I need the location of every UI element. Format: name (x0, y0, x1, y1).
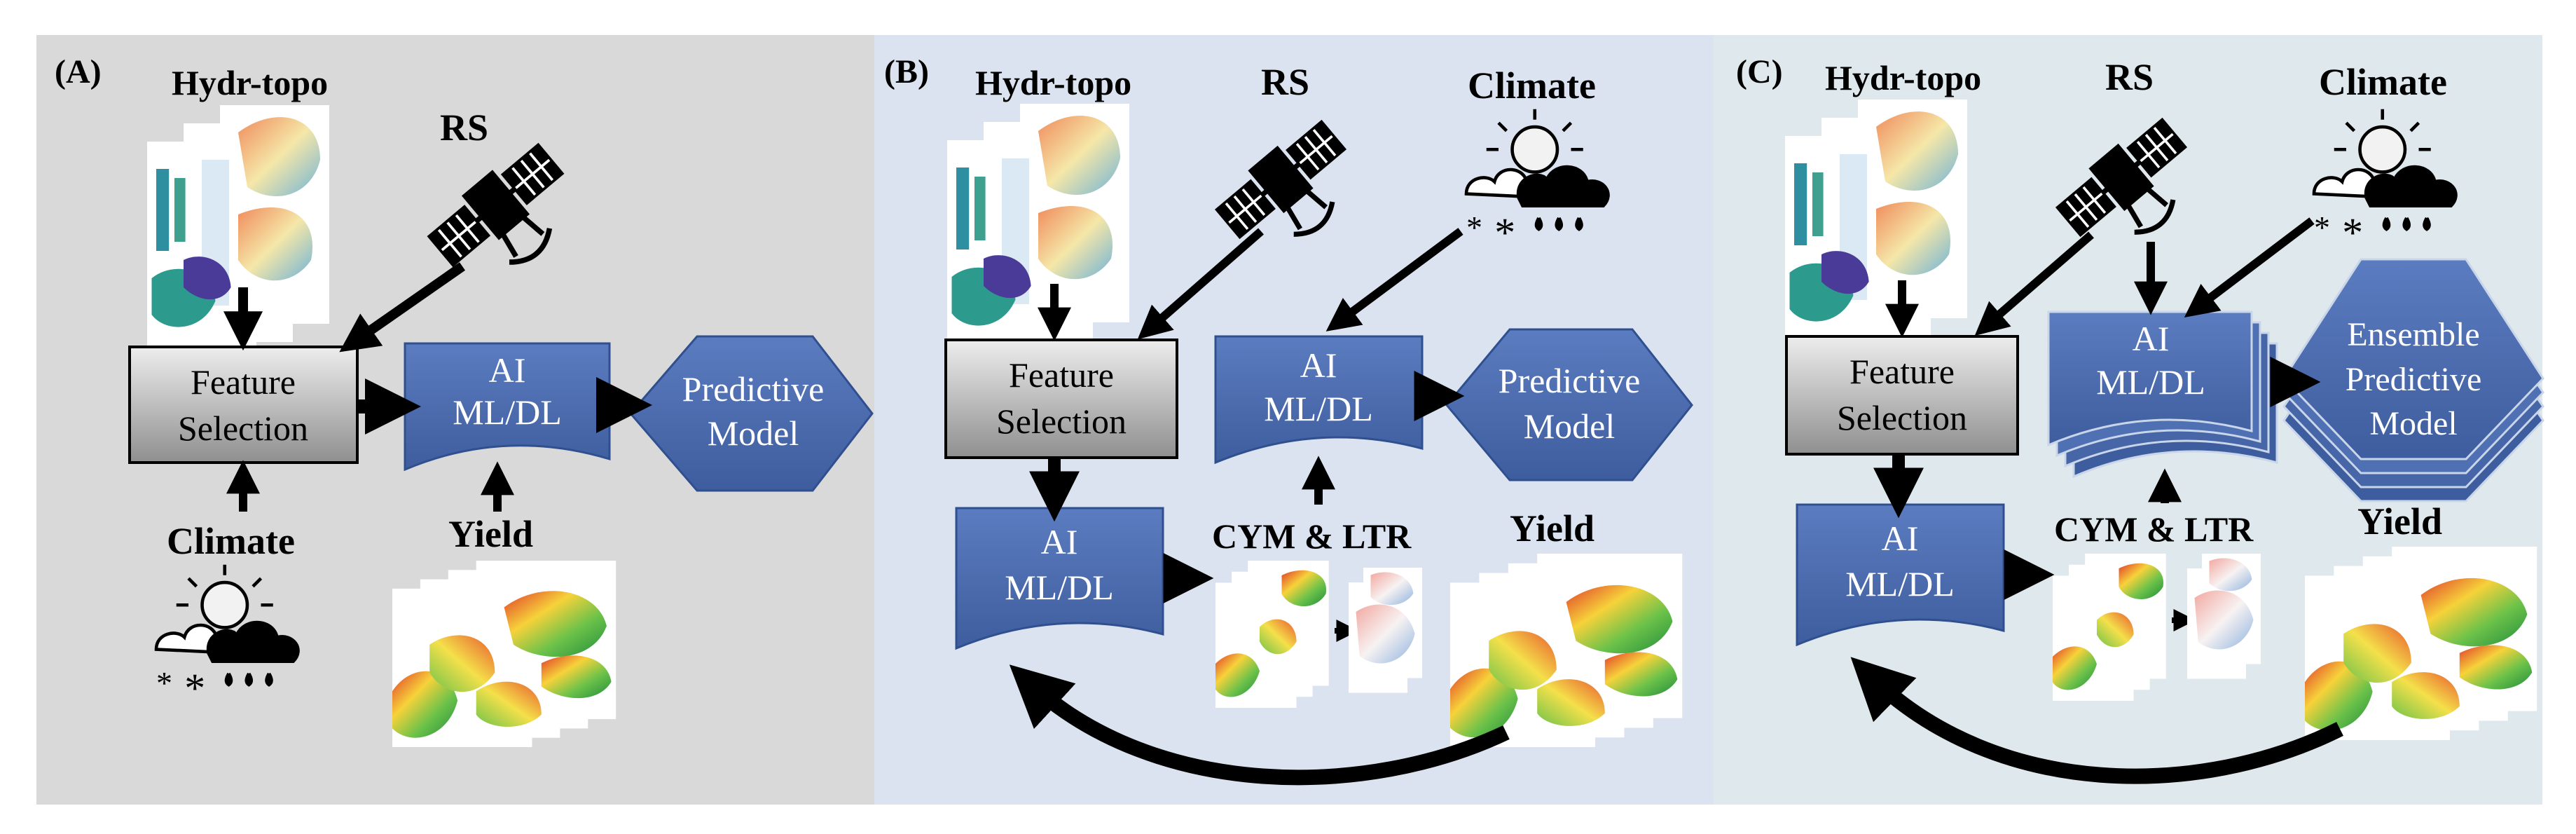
panel-c: (C) Hydr-topo RS Climate Feature Selecti… (1714, 35, 2544, 805)
panel-c-predictive-line1: Ensemble (2347, 316, 2479, 353)
panel-b-ai-top-line2: ML/DL (1264, 389, 1373, 428)
panel-c-cym-ltr-label: CYM & LTR (2054, 510, 2254, 549)
panel-b-feature-line1: Feature (1009, 355, 1114, 395)
panel-c-ensemble-predictive-diamond (2282, 258, 2544, 460)
panel-a-arrow-rs (339, 262, 466, 353)
panel-c-predictive-line3: Model (2369, 405, 2457, 442)
panel-c-hydr-topo-maps (1785, 100, 1967, 355)
panel-c-ltr-maps (2187, 554, 2261, 679)
panel-b-feedback-arrow (1009, 664, 1510, 786)
panel-a: (A) Hydr-topo RS Feature Selection AI ML… (36, 35, 874, 805)
panel-c-ai-bottom-line2: ML/DL (1845, 564, 1955, 603)
panel-b-letter: (B) (884, 53, 929, 90)
panel-b: (B) Hydr-topo RS Climate Feature Selecti… (874, 35, 1714, 805)
panel-b-rs-label: RS (1261, 61, 1309, 103)
panel-c-hydr-topo-label: Hydr-topo (1825, 58, 1981, 97)
panel-b-ltr-maps (1349, 568, 1422, 693)
panel-c-yield-label: Yield (2357, 500, 2442, 542)
panel-b-predictive-line1: Predictive (1499, 361, 1641, 400)
panel-b-ai-top-box (1214, 335, 1424, 465)
panel-c-climate-label: Climate (2319, 61, 2447, 103)
panel-b-ai-top-line1: AI (1300, 346, 1337, 385)
panel-c-feature-line1: Feature (1850, 352, 1955, 391)
panel-c-ai-bottom-box (1796, 503, 2005, 647)
panel-c-letter: (C) (1736, 53, 1783, 90)
panel-a-predictive-diamond (629, 335, 874, 492)
panel-a-predictive-line1: Predictive (682, 369, 825, 409)
panel-a-ai-box (404, 342, 611, 472)
panel-c-arrow-climate (2184, 217, 2315, 318)
panel-b-yield-maps (1450, 554, 1683, 747)
panel-a-ai-line2: ML/DL (453, 392, 562, 432)
panel-c-ai-top-line1: AI (2133, 319, 2170, 358)
panel-a-feature-line1: Feature (191, 362, 296, 402)
panel-c-rs-label: RS (2105, 56, 2154, 98)
panel-b-ai-bottom-line1: AI (1041, 522, 1078, 561)
panel-b-arrow-rs (1137, 228, 1264, 340)
panel-b-predictive-line2: Model (1524, 406, 1616, 446)
panel-c-yield-maps (2305, 547, 2537, 740)
panel-c-ai-top-box (2047, 310, 2253, 447)
panel-b-climate-label: Climate (1468, 64, 1596, 107)
panel-a-letter: (A) (55, 53, 102, 90)
panel-a-feature-selection-box (128, 346, 359, 464)
panel-b-arrow-climate (1325, 228, 1463, 331)
panel-b-ai-bottom-line2: ML/DL (1005, 568, 1114, 607)
panel-c-feature-selection-box (1785, 335, 2019, 456)
panel-b-predictive-diamond (1445, 328, 1693, 481)
panel-b-yield-label: Yield (1510, 507, 1594, 549)
panel-a-rs-label: RS (440, 107, 488, 149)
panel-a-climate-label: Climate (167, 520, 295, 562)
panel-a-yield-maps (392, 561, 617, 747)
panel-b-feature-line2: Selection (996, 402, 1127, 441)
panel-b-hydr-topo-label: Hydr-topo (975, 63, 1131, 102)
panel-a-hydr-topo-label: Hydr-topo (172, 63, 328, 102)
panel-b-hydr-topo-maps (947, 104, 1129, 359)
panel-b-ai-bottom-box (955, 507, 1164, 650)
panel-c-arrow-rs-fs (1974, 231, 2094, 336)
panel-b-cym-ltr-label: CYM & LTR (1212, 517, 1412, 556)
panel-c-feedback-arrow (1850, 657, 2343, 784)
panel-c-ai-bottom-line1: AI (1882, 519, 1919, 558)
panel-a-yield-label: Yield (448, 513, 533, 555)
panel-c-ai-top-line2: ML/DL (2096, 362, 2205, 402)
panel-c-predictive-line2: Predictive (2346, 361, 2482, 398)
panel-b-feature-selection-box (944, 339, 1178, 459)
panel-a-ai-line1: AI (489, 350, 526, 390)
panel-b-cym-maps (1215, 561, 1329, 708)
panel-c-feature-line2: Selection (1837, 398, 1967, 437)
panel-a-predictive-line2: Model (708, 413, 799, 453)
panel-a-feature-line2: Selection (178, 409, 308, 448)
panel-c-cym-maps (2053, 554, 2166, 701)
